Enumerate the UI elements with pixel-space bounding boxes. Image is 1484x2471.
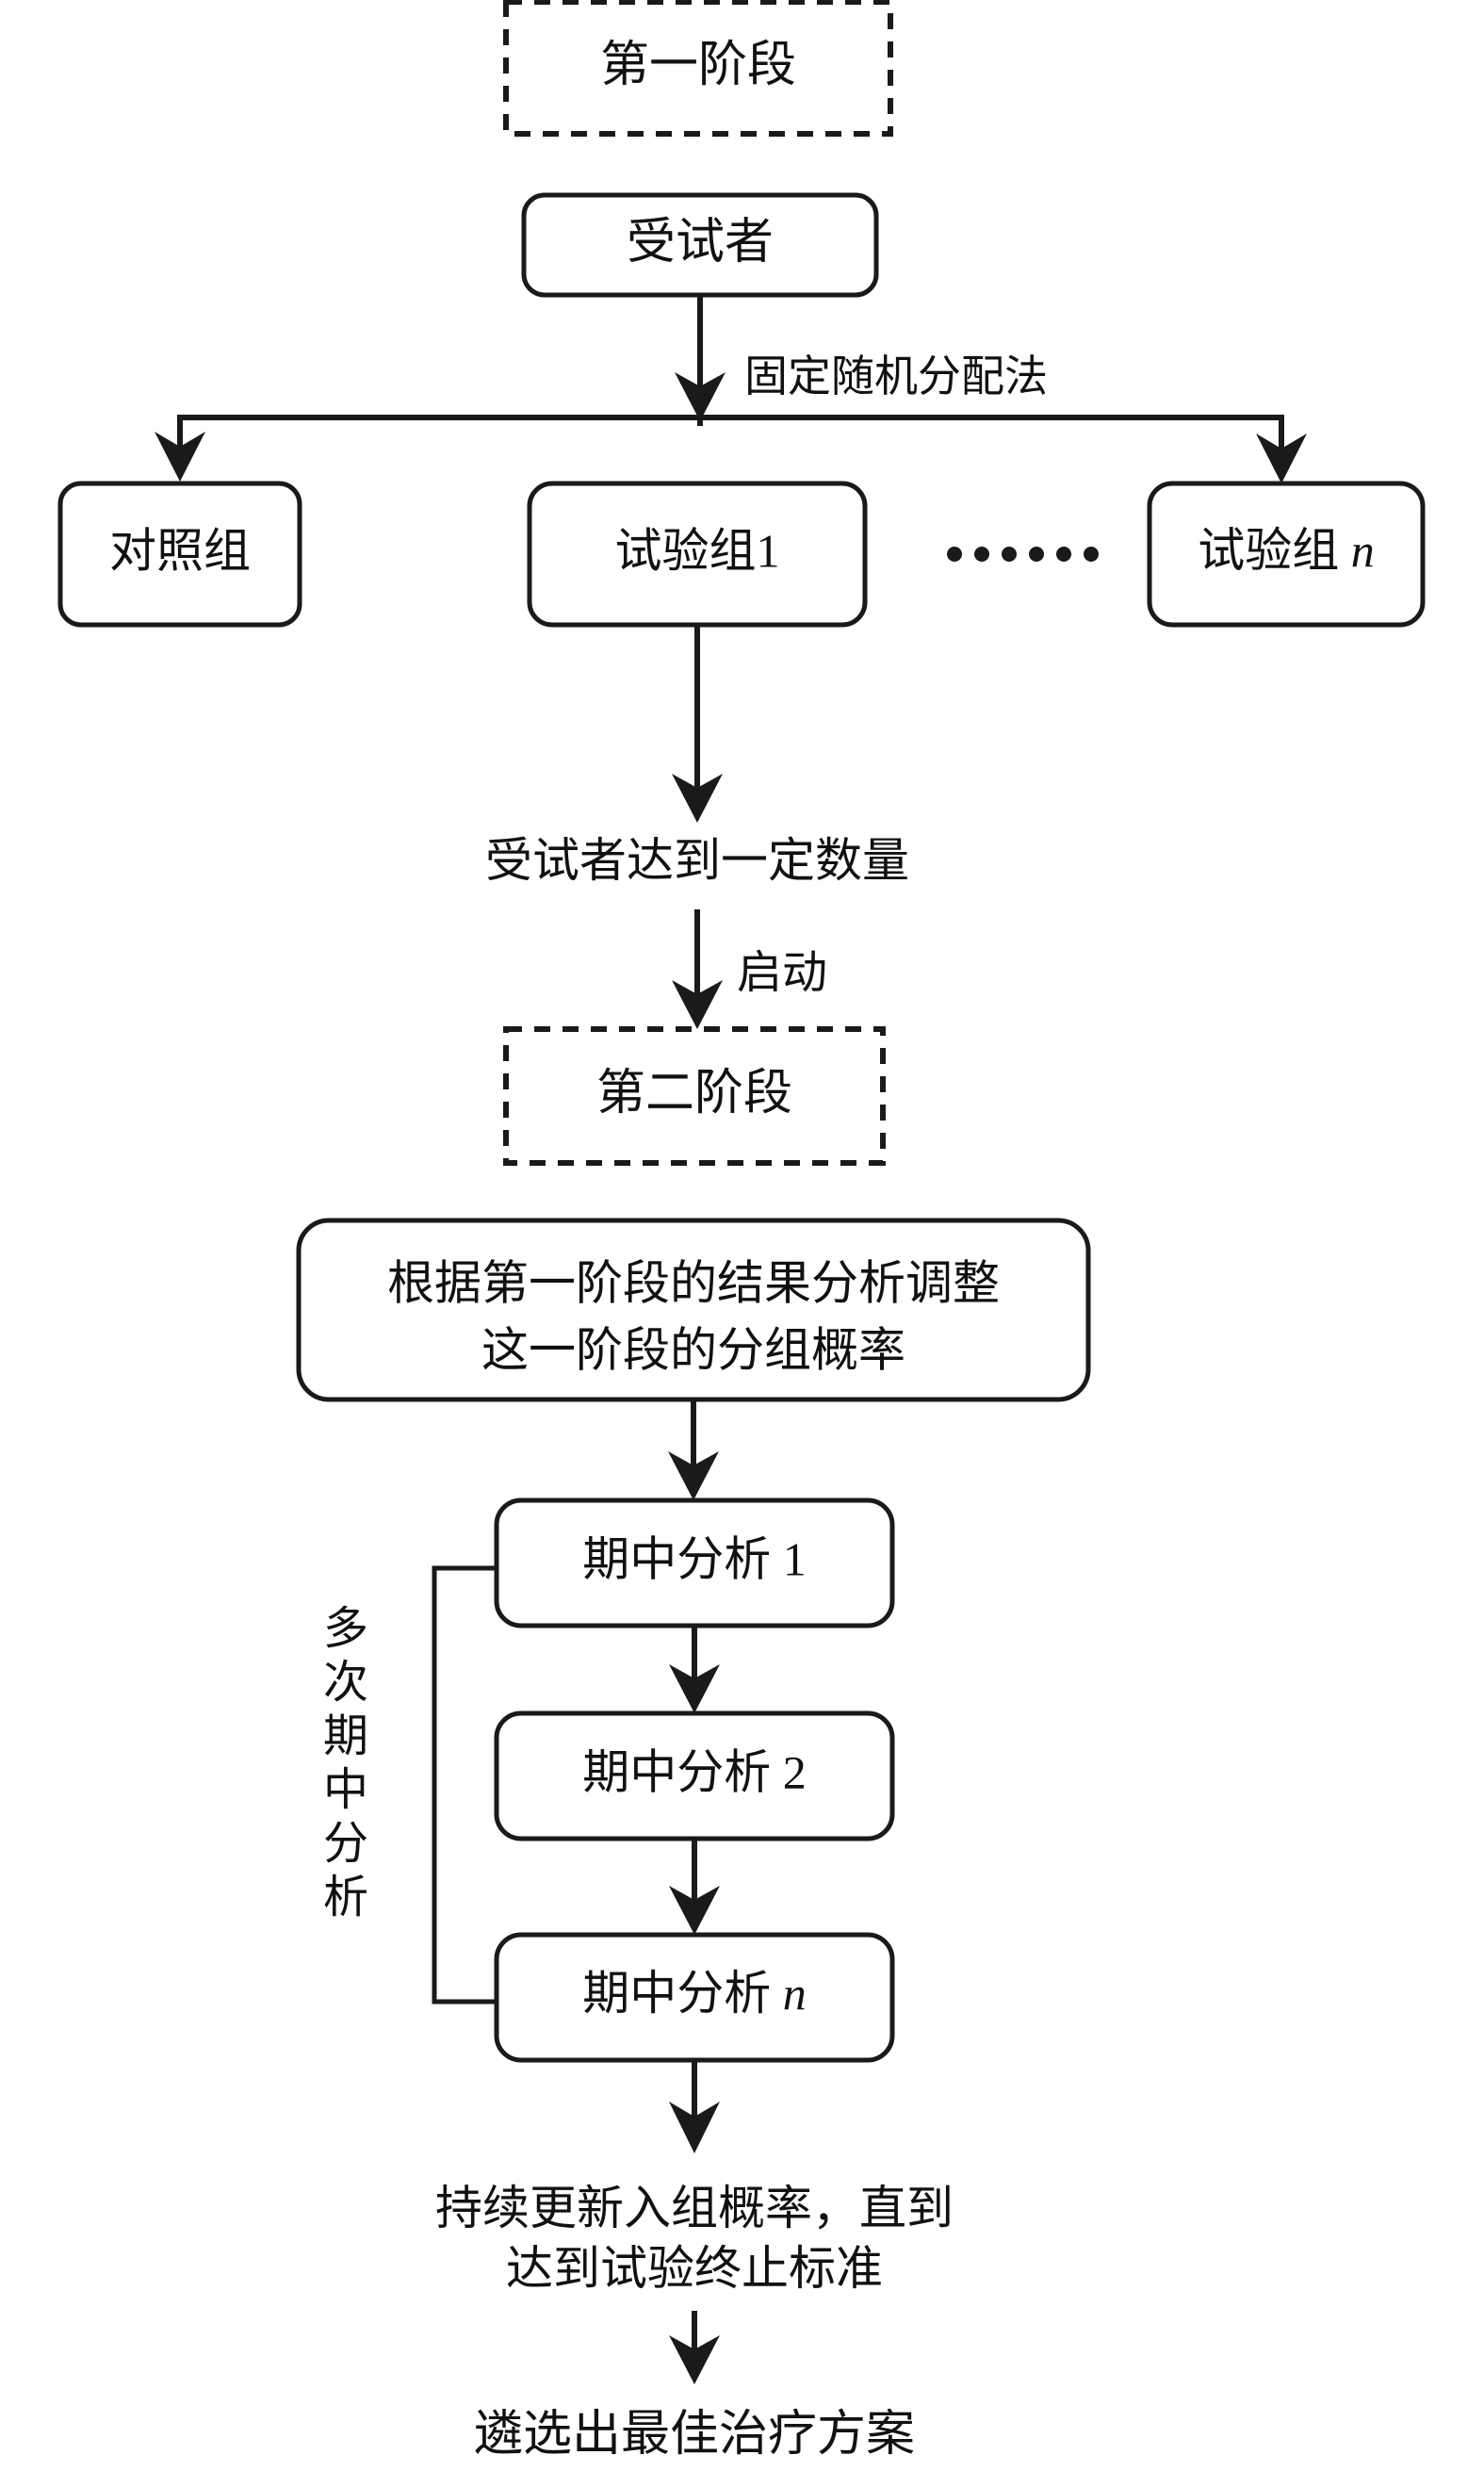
phase2-label: 第二阶段 [596, 1067, 792, 1121]
side-label-char-5: 析 [323, 1873, 368, 1923]
interim-analysis-2-label: 期中分析 2 [582, 1745, 807, 1798]
arrow-interimn-to-update [669, 2060, 720, 2153]
phase1-dashed-box [503, 0, 893, 137]
trial-group-n-label: 试验组 n [1198, 524, 1375, 577]
adjust-probability-line1: 根据第一阶段的结果分析调整 [387, 1256, 1000, 1309]
interim-analysis-n-label: 期中分析 n [582, 1967, 807, 2020]
start-edge-label: 启动 [737, 948, 827, 998]
interim-analysis-1-label: 期中分析 1 [582, 1532, 807, 1585]
update-probability-line1: 持续更新入组概率，直到 [435, 2182, 954, 2234]
interim-feedback-loop [432, 1565, 497, 2005]
side-label-char-0: 多 [323, 1604, 368, 1654]
arrow-subjects-to-split [675, 295, 726, 421]
adjust-probability-line2: 这一阶段的分组概率 [481, 1323, 905, 1376]
trial-group-n-box [1147, 481, 1426, 628]
arrow-trial1-to-enough [672, 625, 723, 823]
arrow-adjust-to-interim1 [668, 1399, 719, 1500]
phase2-dashed-box [503, 1026, 886, 1166]
arrow-enough-to-phase2 [672, 909, 723, 1029]
randomization-edge-label: 固定随机分配法 [744, 352, 1048, 401]
control-group-label: 对照组 [109, 524, 251, 577]
phase1-label: 第一阶段 [600, 39, 796, 92]
enough-subjects-label: 受试者达到一定数量 [485, 834, 909, 887]
final-outcome-label: 遴选出最佳治疗方案 [474, 2408, 915, 2462]
side-label-char-1: 次 [323, 1658, 368, 1708]
repeat-interim-side-label: 多 次 期 中 分 析 [323, 1604, 368, 1923]
group-ellipsis-icon [947, 547, 1099, 562]
arrow-interim2-to-interimn [669, 1839, 720, 1935]
arrow-update-to-final [669, 2311, 720, 2384]
control-group-box [57, 481, 302, 628]
arrow-interim1-to-interim2 [669, 1626, 720, 1713]
update-probability-line2: 达到试验终止标准 [506, 2242, 883, 2295]
trial-group-1-label: 试验组1 [615, 524, 780, 577]
split-bus [155, 415, 1307, 483]
subjects-label: 受试者 [627, 216, 774, 270]
side-label-char-2: 期 [323, 1711, 368, 1761]
side-label-char-3: 中 [323, 1765, 368, 1815]
side-label-char-4: 分 [323, 1819, 368, 1869]
